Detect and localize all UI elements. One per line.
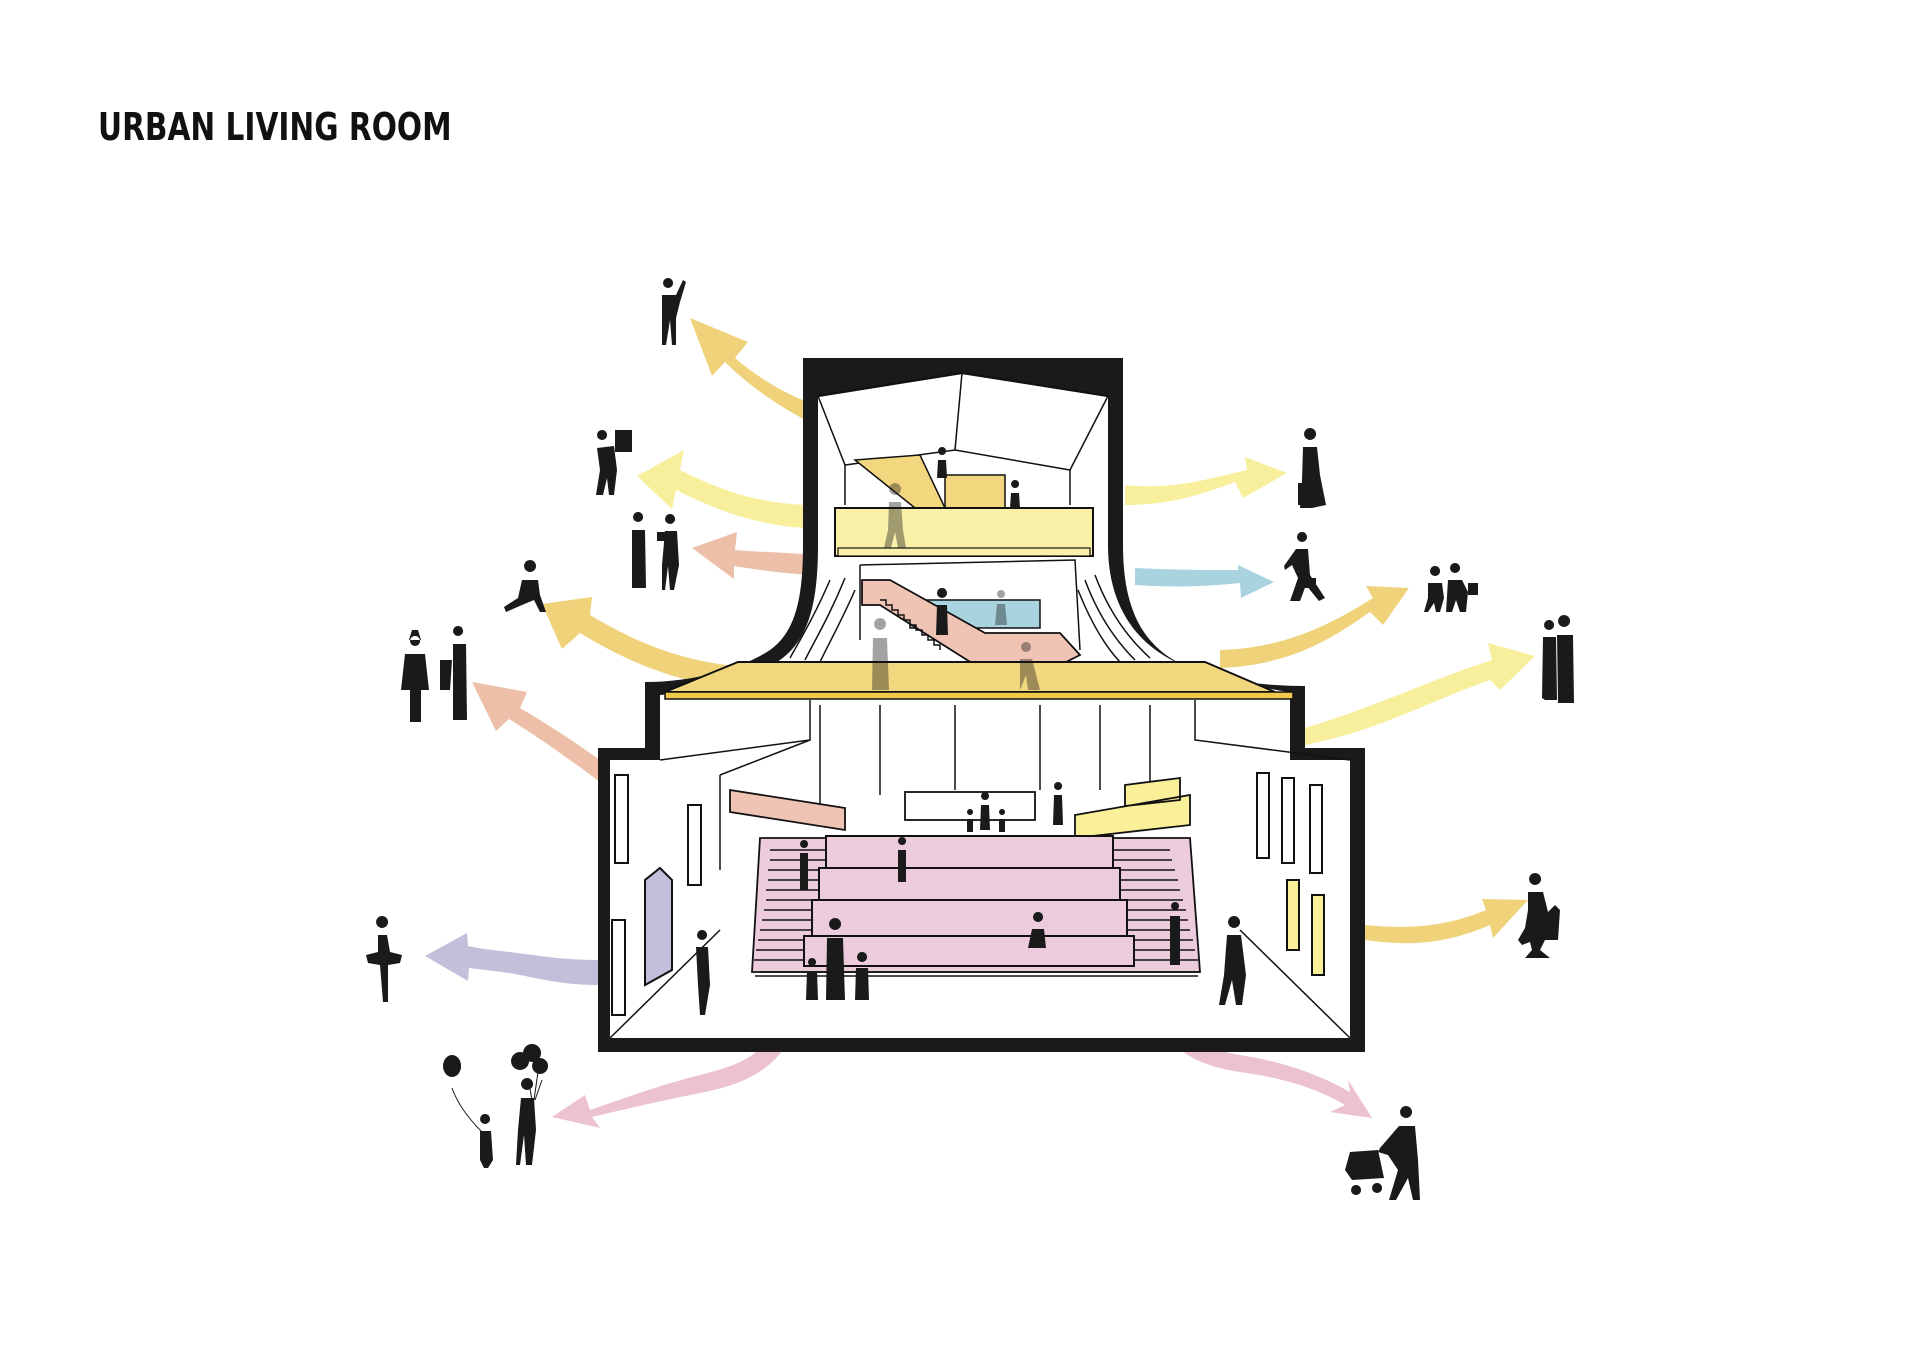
middle-mezzanine bbox=[789, 559, 1151, 666]
person-upper-1 bbox=[937, 447, 947, 478]
person-tribune-sitting bbox=[1028, 912, 1046, 948]
couple-standing bbox=[1542, 615, 1574, 703]
person-stair-left bbox=[800, 840, 809, 890]
person-with-stroller bbox=[1345, 1106, 1420, 1200]
woman-walking-left bbox=[696, 930, 710, 1015]
children-running bbox=[1424, 563, 1478, 612]
main-floor-slab bbox=[664, 618, 1294, 700]
left-arched-door bbox=[644, 866, 673, 987]
arrow-left-peach-low bbox=[472, 682, 600, 782]
upper-landing bbox=[944, 474, 1006, 509]
child-running bbox=[504, 560, 546, 612]
ground-hall-walls bbox=[609, 700, 1351, 1039]
person-near-desk bbox=[1053, 782, 1063, 825]
arrow-bottomright-pink bbox=[1150, 1000, 1372, 1118]
seating-tribune bbox=[751, 835, 1201, 977]
arrow-left-paleyellow bbox=[637, 450, 815, 528]
street-musicians bbox=[401, 626, 467, 722]
hall-balcony-yellow bbox=[1074, 776, 1191, 840]
ballet-dancer bbox=[366, 916, 402, 1002]
ghost-person-slab-1 bbox=[872, 618, 889, 690]
ghost-person-slab-2 bbox=[1020, 642, 1040, 690]
arrow-left-peach bbox=[692, 532, 815, 579]
person-in-office-chair bbox=[1518, 873, 1560, 958]
diagram-title: URBAN LIVING ROOM bbox=[98, 105, 452, 149]
exterior-people bbox=[366, 278, 1574, 1200]
arrow-right-gold-low bbox=[1365, 899, 1528, 944]
curved-ribs bbox=[789, 574, 1151, 663]
person-waving bbox=[662, 278, 686, 345]
businessman-walking bbox=[1284, 532, 1325, 601]
woman-walking-right bbox=[1219, 916, 1246, 1005]
hall-desk bbox=[904, 791, 1036, 821]
hall-balcony-salmon bbox=[729, 788, 846, 832]
arrow-left-gold-top bbox=[690, 318, 815, 425]
person-carrying-boxes bbox=[596, 430, 632, 495]
arrow-right-paleyellow bbox=[1125, 457, 1287, 505]
arrow-left-gold-mid bbox=[542, 597, 760, 690]
person-upper-2 bbox=[1010, 480, 1020, 508]
ground-floor-people bbox=[696, 782, 1246, 1015]
family-at-desk bbox=[967, 792, 1006, 832]
upper-gallery bbox=[834, 447, 1094, 557]
arrow-bottomleft-pink bbox=[552, 1010, 800, 1128]
parent-child-balloons bbox=[443, 1044, 549, 1168]
family-group bbox=[806, 918, 869, 1000]
arrow-right-paleyellow-low bbox=[1305, 643, 1535, 745]
ghost-person-mezzanine bbox=[995, 590, 1007, 625]
person-tribune-standing bbox=[898, 837, 907, 882]
arrow-right-blue bbox=[1135, 565, 1274, 598]
arrow-left-lavender bbox=[425, 933, 600, 985]
person-mezzanine-1 bbox=[936, 588, 948, 635]
flow-arrows bbox=[425, 318, 1535, 1128]
woman-with-bag bbox=[1298, 428, 1326, 508]
arrow-right-gold bbox=[1220, 586, 1409, 668]
building-section bbox=[598, 358, 1365, 1052]
person-stair-right bbox=[1170, 902, 1180, 965]
tower-roof-facets bbox=[817, 371, 1109, 505]
ghost-person-upper-1 bbox=[884, 483, 906, 548]
two-people-exchange bbox=[632, 512, 679, 590]
